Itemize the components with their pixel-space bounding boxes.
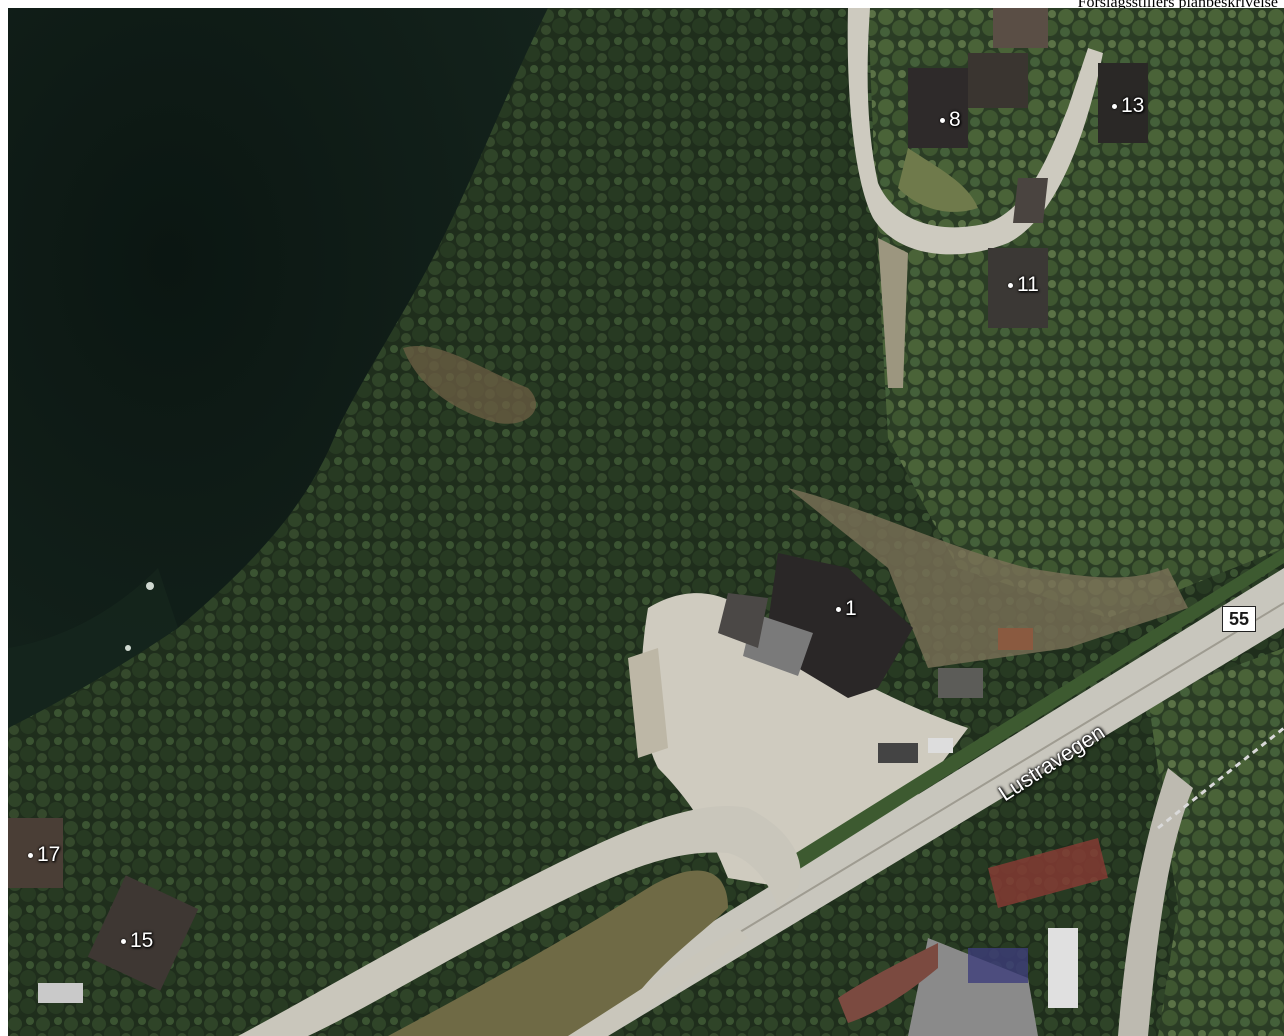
address-point-icon xyxy=(836,606,841,612)
address-point-icon xyxy=(940,117,945,123)
aerial-map[interactable]: 8 13 11 1 17 15 Lustravegen 55 xyxy=(8,8,1284,1036)
address-point-icon xyxy=(28,852,33,858)
address-label-11: 11 xyxy=(1008,273,1039,297)
route-shield: 55 xyxy=(1222,606,1257,632)
aerial-imagery xyxy=(8,8,1284,1036)
address-label-15: 15 xyxy=(121,929,153,953)
address-point-icon xyxy=(1112,103,1117,109)
address-label-17: 17 xyxy=(28,843,60,867)
address-point-icon xyxy=(121,938,126,944)
address-point-icon xyxy=(1008,282,1013,288)
address-label-1: 1 xyxy=(836,597,857,621)
address-label-8: 8 xyxy=(940,108,961,132)
address-label-13: 13 xyxy=(1112,94,1144,118)
document-header: Forslagsstillers planbeskrivelse xyxy=(1077,0,1278,11)
